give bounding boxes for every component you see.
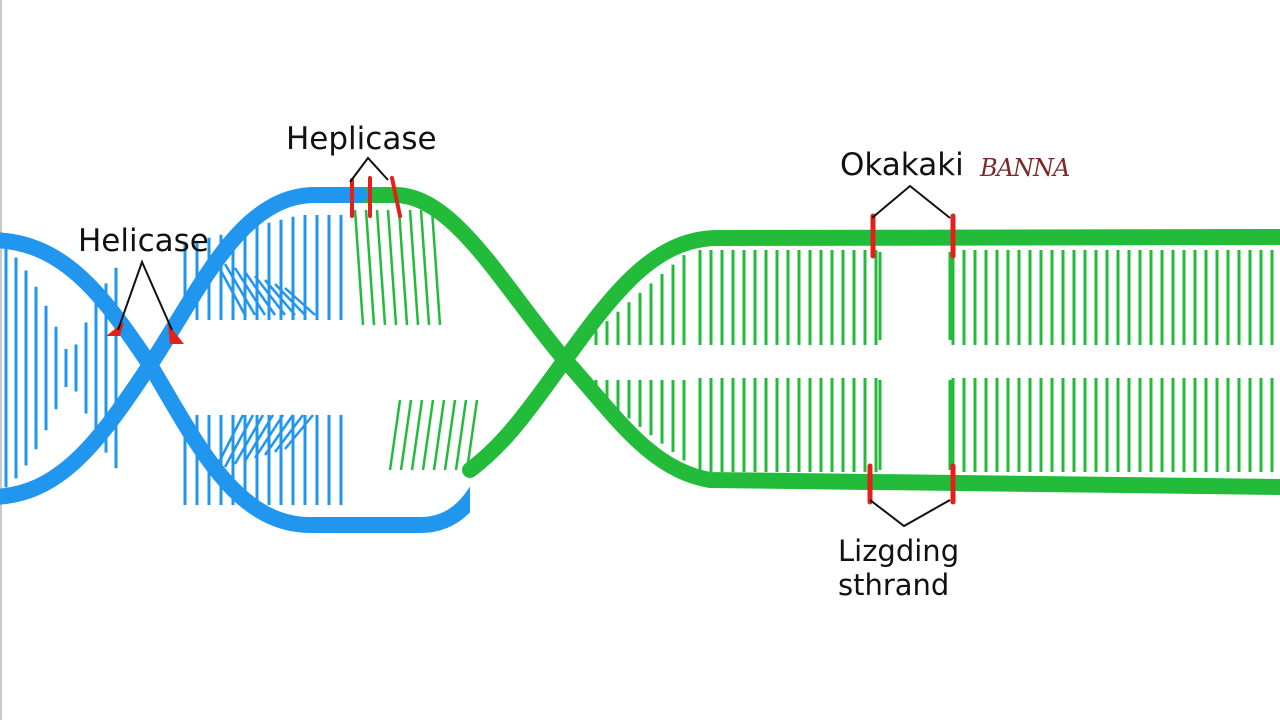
base-pair-rung xyxy=(443,399,457,471)
base-pair-rung xyxy=(421,399,435,471)
base-pair-rung xyxy=(432,399,446,471)
okazaki-pointer xyxy=(871,184,951,219)
helicase-marker xyxy=(390,176,402,218)
okazaki-suffix-label: BANNA xyxy=(980,154,1070,182)
label-pointers xyxy=(117,156,951,528)
base-pair-rung xyxy=(454,399,468,471)
blue-strand-lower xyxy=(0,187,368,505)
lagging-strand-label-line1: Lizgding xyxy=(838,534,960,568)
base-pair-rung xyxy=(399,399,413,471)
left-border xyxy=(0,0,2,720)
helicase-left-pointer xyxy=(117,259,173,331)
base-pair-rung xyxy=(243,414,275,462)
base-pair-rung xyxy=(223,414,255,468)
base-pair-rung xyxy=(223,263,257,316)
base-pair-rung xyxy=(233,414,265,465)
base-pair-rung xyxy=(264,279,296,316)
base-pair-rung xyxy=(388,399,402,471)
base-pair-rung xyxy=(253,414,285,459)
base-pair-rung xyxy=(243,271,277,316)
base-pair-rung xyxy=(274,414,304,453)
base-pair-rung xyxy=(284,287,316,316)
green-strand-lower xyxy=(462,229,1280,478)
base-pair-rung xyxy=(233,267,267,316)
base-pair-rung xyxy=(430,209,442,326)
base-pair-rung xyxy=(465,399,479,471)
helicase-top-pointer xyxy=(349,156,389,183)
okazaki-label: Okakaki xyxy=(840,147,964,183)
base-pair-rung xyxy=(213,414,245,471)
base-pair-rung xyxy=(364,209,376,326)
base-pair-rung xyxy=(419,209,431,326)
base-pair-rung xyxy=(353,209,365,326)
base-pair-rung xyxy=(386,209,398,326)
base-pair-rung xyxy=(274,283,306,316)
green-base-pairs xyxy=(353,209,1274,472)
base-pair-rung xyxy=(375,209,387,326)
base-pair-rung xyxy=(284,414,314,450)
base-pair-rung xyxy=(397,209,409,326)
lagging-pointer xyxy=(869,499,951,528)
blue-strand-upper xyxy=(0,232,470,533)
helicase-left-label: Helicase xyxy=(78,223,209,259)
base-pair-rung xyxy=(410,399,424,471)
base-pair-rung xyxy=(254,275,286,316)
lagging-strand-label-line2: sthrand xyxy=(838,568,950,602)
base-pair-rung xyxy=(408,209,420,326)
strand-backbones xyxy=(0,187,1280,533)
base-pair-rung xyxy=(263,414,295,456)
helicase-top-label: Heplicase xyxy=(286,121,437,157)
